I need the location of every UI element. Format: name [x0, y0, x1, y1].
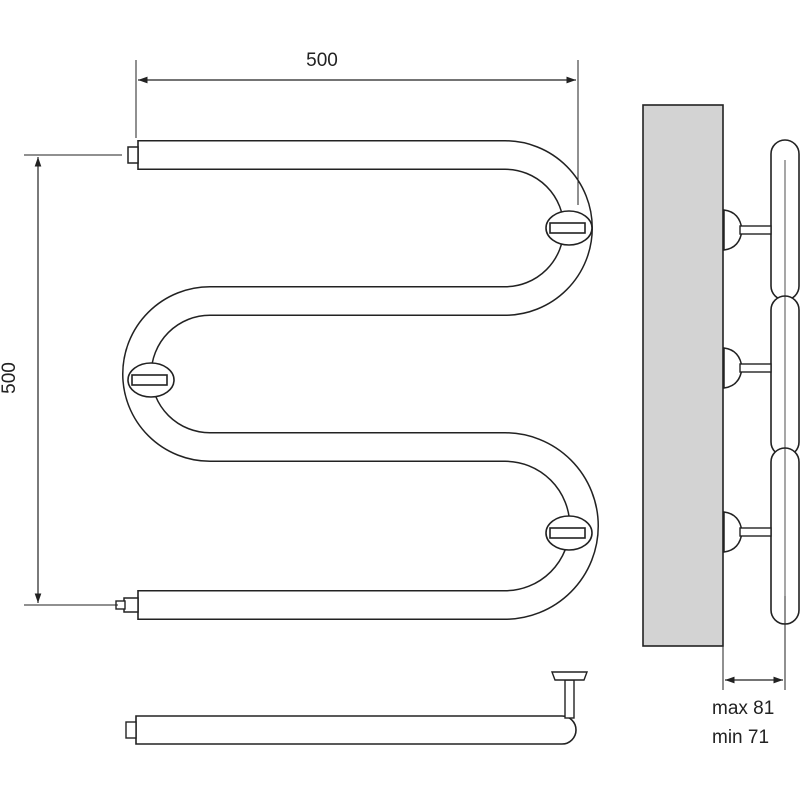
- wall-section: [642, 104, 724, 647]
- bottom-view-bracket-flange: [550, 671, 589, 681]
- bottom-inlet-fitting: [123, 597, 139, 613]
- bracket-left-middle: [127, 362, 175, 398]
- width-dimension-label: 500: [306, 50, 338, 71]
- front-view: [115, 140, 599, 620]
- bracket-right-bottom: [545, 515, 593, 551]
- pipe-body: [123, 141, 598, 619]
- bottom-view-inlet: [125, 721, 137, 739]
- bracket-right-top: [545, 210, 593, 246]
- height-dimension-label: 500: [0, 362, 20, 394]
- side-bracket-bottom: [723, 511, 772, 553]
- side-bracket-top: [723, 209, 772, 251]
- bottom-view: [125, 671, 589, 745]
- bottom-view-pipe: [135, 715, 577, 745]
- depth-min-label: min 71: [712, 727, 770, 748]
- depth-max-label: max 81: [712, 698, 775, 719]
- dimension-width: [135, 60, 579, 205]
- bottom-view-bracket-stem: [564, 679, 575, 719]
- side-view: [642, 104, 800, 690]
- top-inlet-fitting: [127, 146, 139, 164]
- dimension-height: [24, 154, 122, 606]
- pipe-outline: [122, 140, 599, 620]
- side-bracket-middle: [723, 347, 772, 389]
